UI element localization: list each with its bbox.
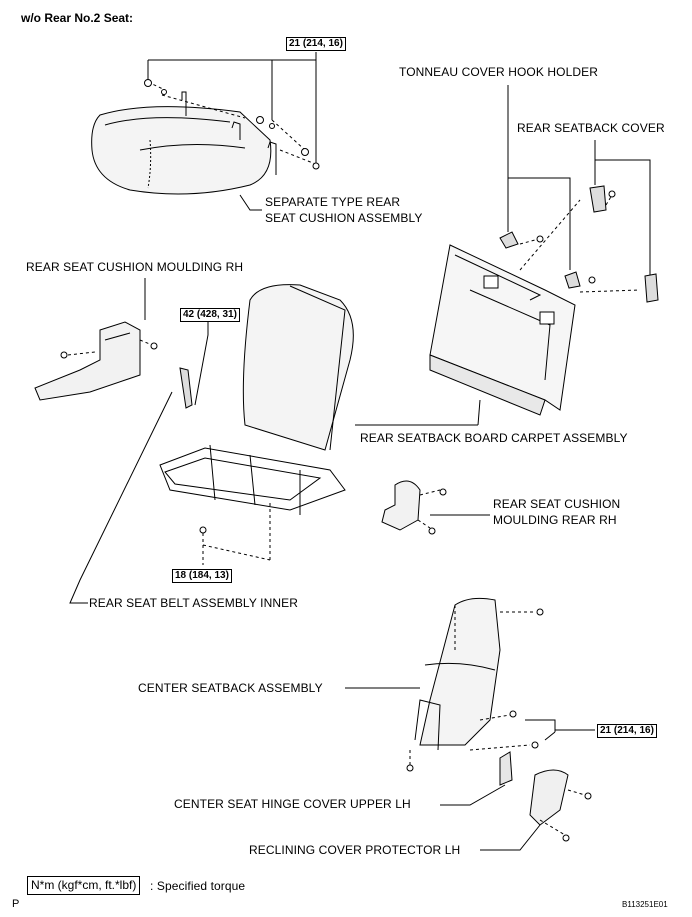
cushion-leader bbox=[239, 194, 262, 211]
center-seatback-drawing bbox=[414, 597, 501, 751]
footer-mark: P bbox=[12, 898, 20, 910]
torque-callout-frame: 18 (184, 13) bbox=[172, 569, 232, 583]
belt-torque-leader bbox=[194, 318, 209, 406]
moulding-dashes bbox=[67, 339, 153, 356]
legend-torque-box: N*m (kgf*cm, ft.*lbf) bbox=[27, 876, 141, 895]
label-reclining-cover: RECLINING COVER PROTECTOR LH bbox=[249, 843, 461, 857]
reclining-leader bbox=[480, 824, 541, 851]
board-leader bbox=[355, 399, 481, 426]
screw-icon bbox=[562, 792, 592, 842]
seat-cushion-drawing bbox=[91, 91, 277, 195]
label-tonneau-cover-hook-holder: TONNEAU COVER HOOK HOLDER bbox=[399, 65, 598, 79]
seatback-board-drawing bbox=[429, 185, 659, 416]
legend-description: : Specified torque bbox=[150, 879, 246, 893]
belt-leader bbox=[69, 391, 173, 604]
torque-leader-lines bbox=[147, 52, 317, 165]
label-center-seatback: CENTER SEATBACK ASSEMBLY bbox=[138, 681, 323, 695]
moulding-rh-drawing bbox=[34, 321, 141, 401]
moulding-rear-drawing bbox=[381, 480, 421, 531]
label-moulding-rear-line1: REAR SEAT CUSHION bbox=[493, 497, 621, 511]
reclining-dashes bbox=[539, 789, 586, 836]
torque-callout-cushion: 21 (214, 16) bbox=[286, 37, 346, 51]
torque-callout-center: 21 (214, 16) bbox=[597, 724, 657, 738]
moulding-rear-dashes bbox=[417, 489, 441, 529]
screw-icon bbox=[536, 190, 616, 284]
bolt-icon bbox=[199, 526, 207, 534]
torque-callout-belt: 42 (428, 31) bbox=[180, 308, 240, 322]
center-torque-leader bbox=[525, 719, 595, 741]
rear-seat-drawing bbox=[159, 284, 354, 515]
board-dashes bbox=[519, 194, 641, 293]
bolt-icon bbox=[144, 79, 320, 170]
figure-code: B113251E01 bbox=[622, 900, 668, 909]
seatback-cover-leader bbox=[594, 140, 651, 275]
screw-icon bbox=[60, 342, 158, 359]
label-hinge-cover: CENTER SEAT HINGE COVER UPPER LH bbox=[174, 797, 411, 811]
page-title: w/o Rear No.2 Seat: bbox=[21, 11, 134, 25]
tonneau-leader bbox=[507, 85, 571, 270]
bolt-icon bbox=[406, 608, 544, 772]
label-cushion-moulding-rh: REAR SEAT CUSHION MOULDING RH bbox=[26, 260, 244, 274]
screw-icon bbox=[428, 488, 447, 535]
bolt-dashes bbox=[147, 81, 319, 166]
hinge-cover-drawing bbox=[499, 751, 513, 786]
label-moulding-rear-line2: MOULDING REAR RH bbox=[493, 513, 617, 527]
label-rear-seatback-cover: REAR SEATBACK COVER bbox=[517, 121, 665, 135]
hinge-cover-leader bbox=[440, 784, 506, 806]
label-seatback-board-carpet: REAR SEATBACK BOARD CARPET ASSEMBLY bbox=[360, 431, 628, 445]
label-separate-type-line2: SEAT CUSHION ASSEMBLY bbox=[265, 211, 423, 225]
label-separate-type-line1: SEPARATE TYPE REAR bbox=[265, 195, 401, 209]
frame-dashes bbox=[202, 500, 271, 565]
reclining-cover-drawing bbox=[529, 769, 569, 826]
label-belt-assembly-inner: REAR SEAT BELT ASSEMBLY INNER bbox=[89, 596, 298, 610]
